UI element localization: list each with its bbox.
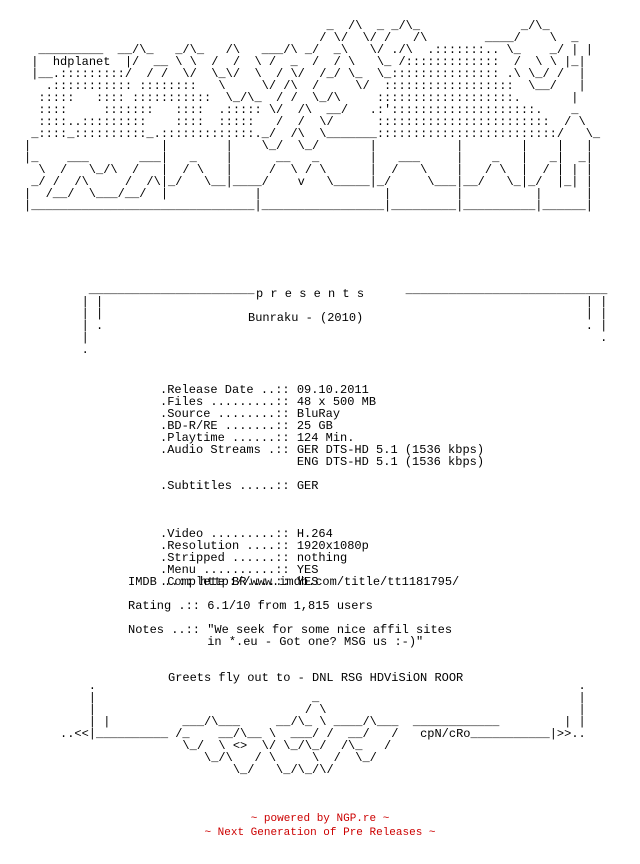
info-line: .Playtime ......:: 124 Min.: [160, 431, 355, 445]
greets-line: Greets fly out to - DNL RSG HDViSiON ROO…: [168, 671, 464, 685]
info-line: .Menu ..........:: YES: [160, 563, 319, 577]
imdb-line[interactable]: IMDB ..:: http://www.imdb.com/title/tt11…: [128, 575, 460, 589]
info-line: .Source ........:: BluRay: [160, 407, 341, 421]
footer-ascii-art: . . | _ | | / \: [60, 679, 586, 777]
release-info-block: .Release Date ..:: 09.10.2011.Files ....…: [160, 372, 484, 600]
footer-tagline: ~ Next Generation of Pre Releases ~: [204, 827, 436, 839]
header-ascii-art: _ /\ _ _/\_ _/\_ / \/ \/ / /\ ____/ \ _ …: [24, 19, 601, 213]
release-title: Bunraku - (2010): [248, 311, 364, 325]
info-line: .Resolution ....:: 1920x1080p: [160, 539, 369, 553]
info-line: .Complete BR....:: YES: [160, 575, 319, 589]
notes-line-2: in *.eu - Got one? MSG us :-)": [128, 635, 424, 649]
info-line: .Video .........:: H.264: [160, 527, 333, 541]
info-line: .Audio Streams .:: GER DTS-HD 5.1 (1536 …: [160, 443, 485, 457]
info-line: .BD-R/RE .......:: 25 GB: [160, 419, 333, 433]
rating-line: Rating .:: 6.1/10 from 1,815 users: [128, 599, 373, 613]
notes-line-1: Notes ..:: "We seek for some nice affil …: [128, 623, 453, 637]
info-line: .Subtitles .....:: GER: [160, 479, 319, 493]
info-line: ENG DTS-HD 5.1 (1536 kbps): [160, 455, 485, 469]
info-line: .Stripped ......:: nothing: [160, 551, 348, 565]
presents-frame: _______________________ ________________…: [81, 283, 608, 357]
info-line: .Release Date ..:: 09.10.2011: [160, 383, 369, 397]
info-line: .Files .........:: 48 x 500 MB: [160, 395, 377, 409]
signature: cpN/cRo: [420, 727, 471, 741]
presents-label: p r e s e n t s: [256, 287, 365, 301]
footer-powered-by: ~ powered by NGP.re ~: [250, 813, 390, 825]
group-name: hdplanet: [52, 55, 111, 69]
